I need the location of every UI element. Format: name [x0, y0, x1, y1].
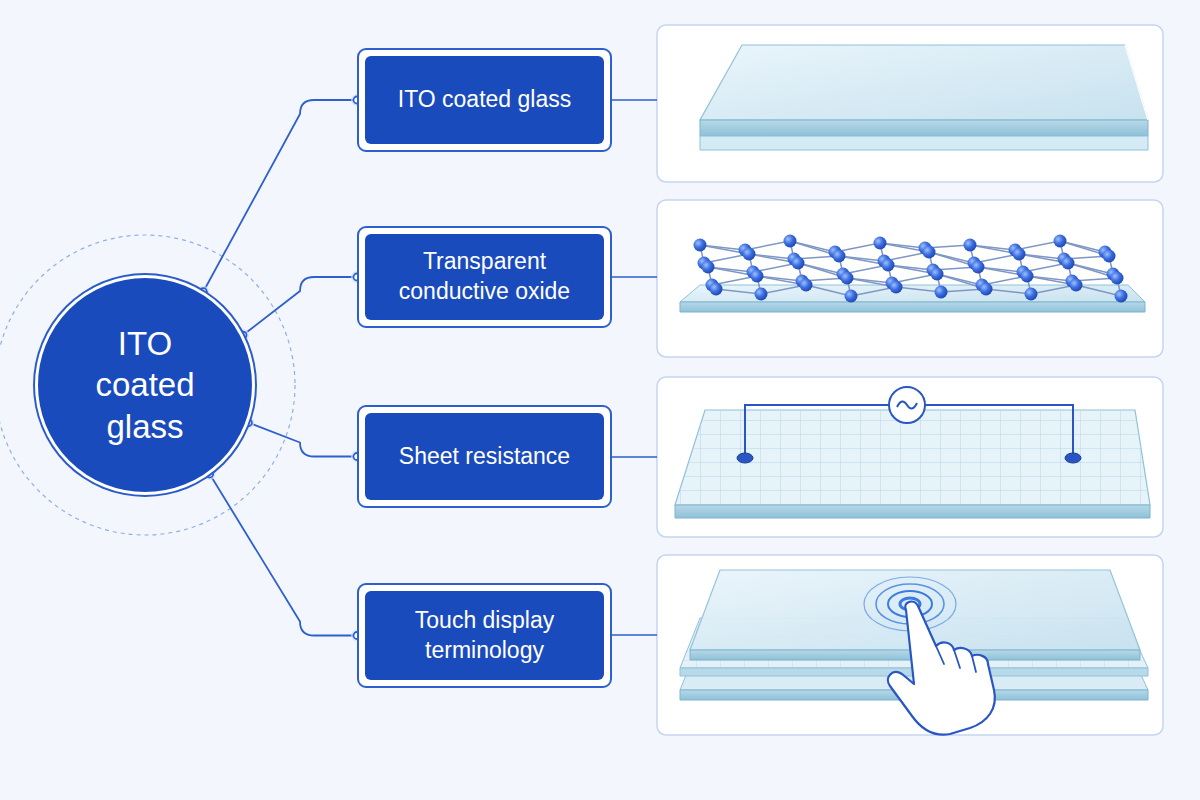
- illustration-panel: [657, 200, 1163, 357]
- glass-slab: [700, 45, 1148, 150]
- crystal-lattice: [694, 235, 1128, 303]
- topic-box: Touch display terminology: [357, 583, 612, 688]
- node-label: Transparent conductive oxide: [389, 247, 580, 307]
- connector: [248, 423, 357, 457]
- box-fill: Sheet resistance: [365, 413, 604, 500]
- connector: [210, 474, 357, 636]
- connector: [243, 277, 357, 335]
- dashed-ring: [0, 235, 295, 535]
- topic-box: Transparent conductive oxide: [357, 226, 612, 328]
- node-label: Sheet resistance: [399, 442, 570, 472]
- box-fill: Touch display terminology: [365, 591, 604, 680]
- leader-lines: [612, 100, 657, 635]
- illustration-panel: [657, 377, 1163, 537]
- measurement-circuit: [737, 387, 1081, 463]
- node-label: ITO coated glass: [398, 85, 571, 115]
- box-fill: ITO coated glass: [365, 56, 604, 144]
- topic-box: Sheet resistance: [357, 405, 612, 508]
- illustration-panel: [657, 25, 1163, 182]
- sheet-resistance-plate: [675, 410, 1150, 518]
- topic-circle: ITO coated glass: [35, 275, 255, 495]
- touch-stack: [680, 570, 1148, 735]
- topic-box: ITO coated glass: [357, 48, 612, 152]
- illustration-panel: [657, 555, 1163, 735]
- connector: [203, 100, 357, 292]
- node-label: Touch display terminology: [389, 606, 580, 666]
- node-label: ITO coated glass: [38, 323, 252, 447]
- box-fill: Transparent conductive oxide: [365, 234, 604, 320]
